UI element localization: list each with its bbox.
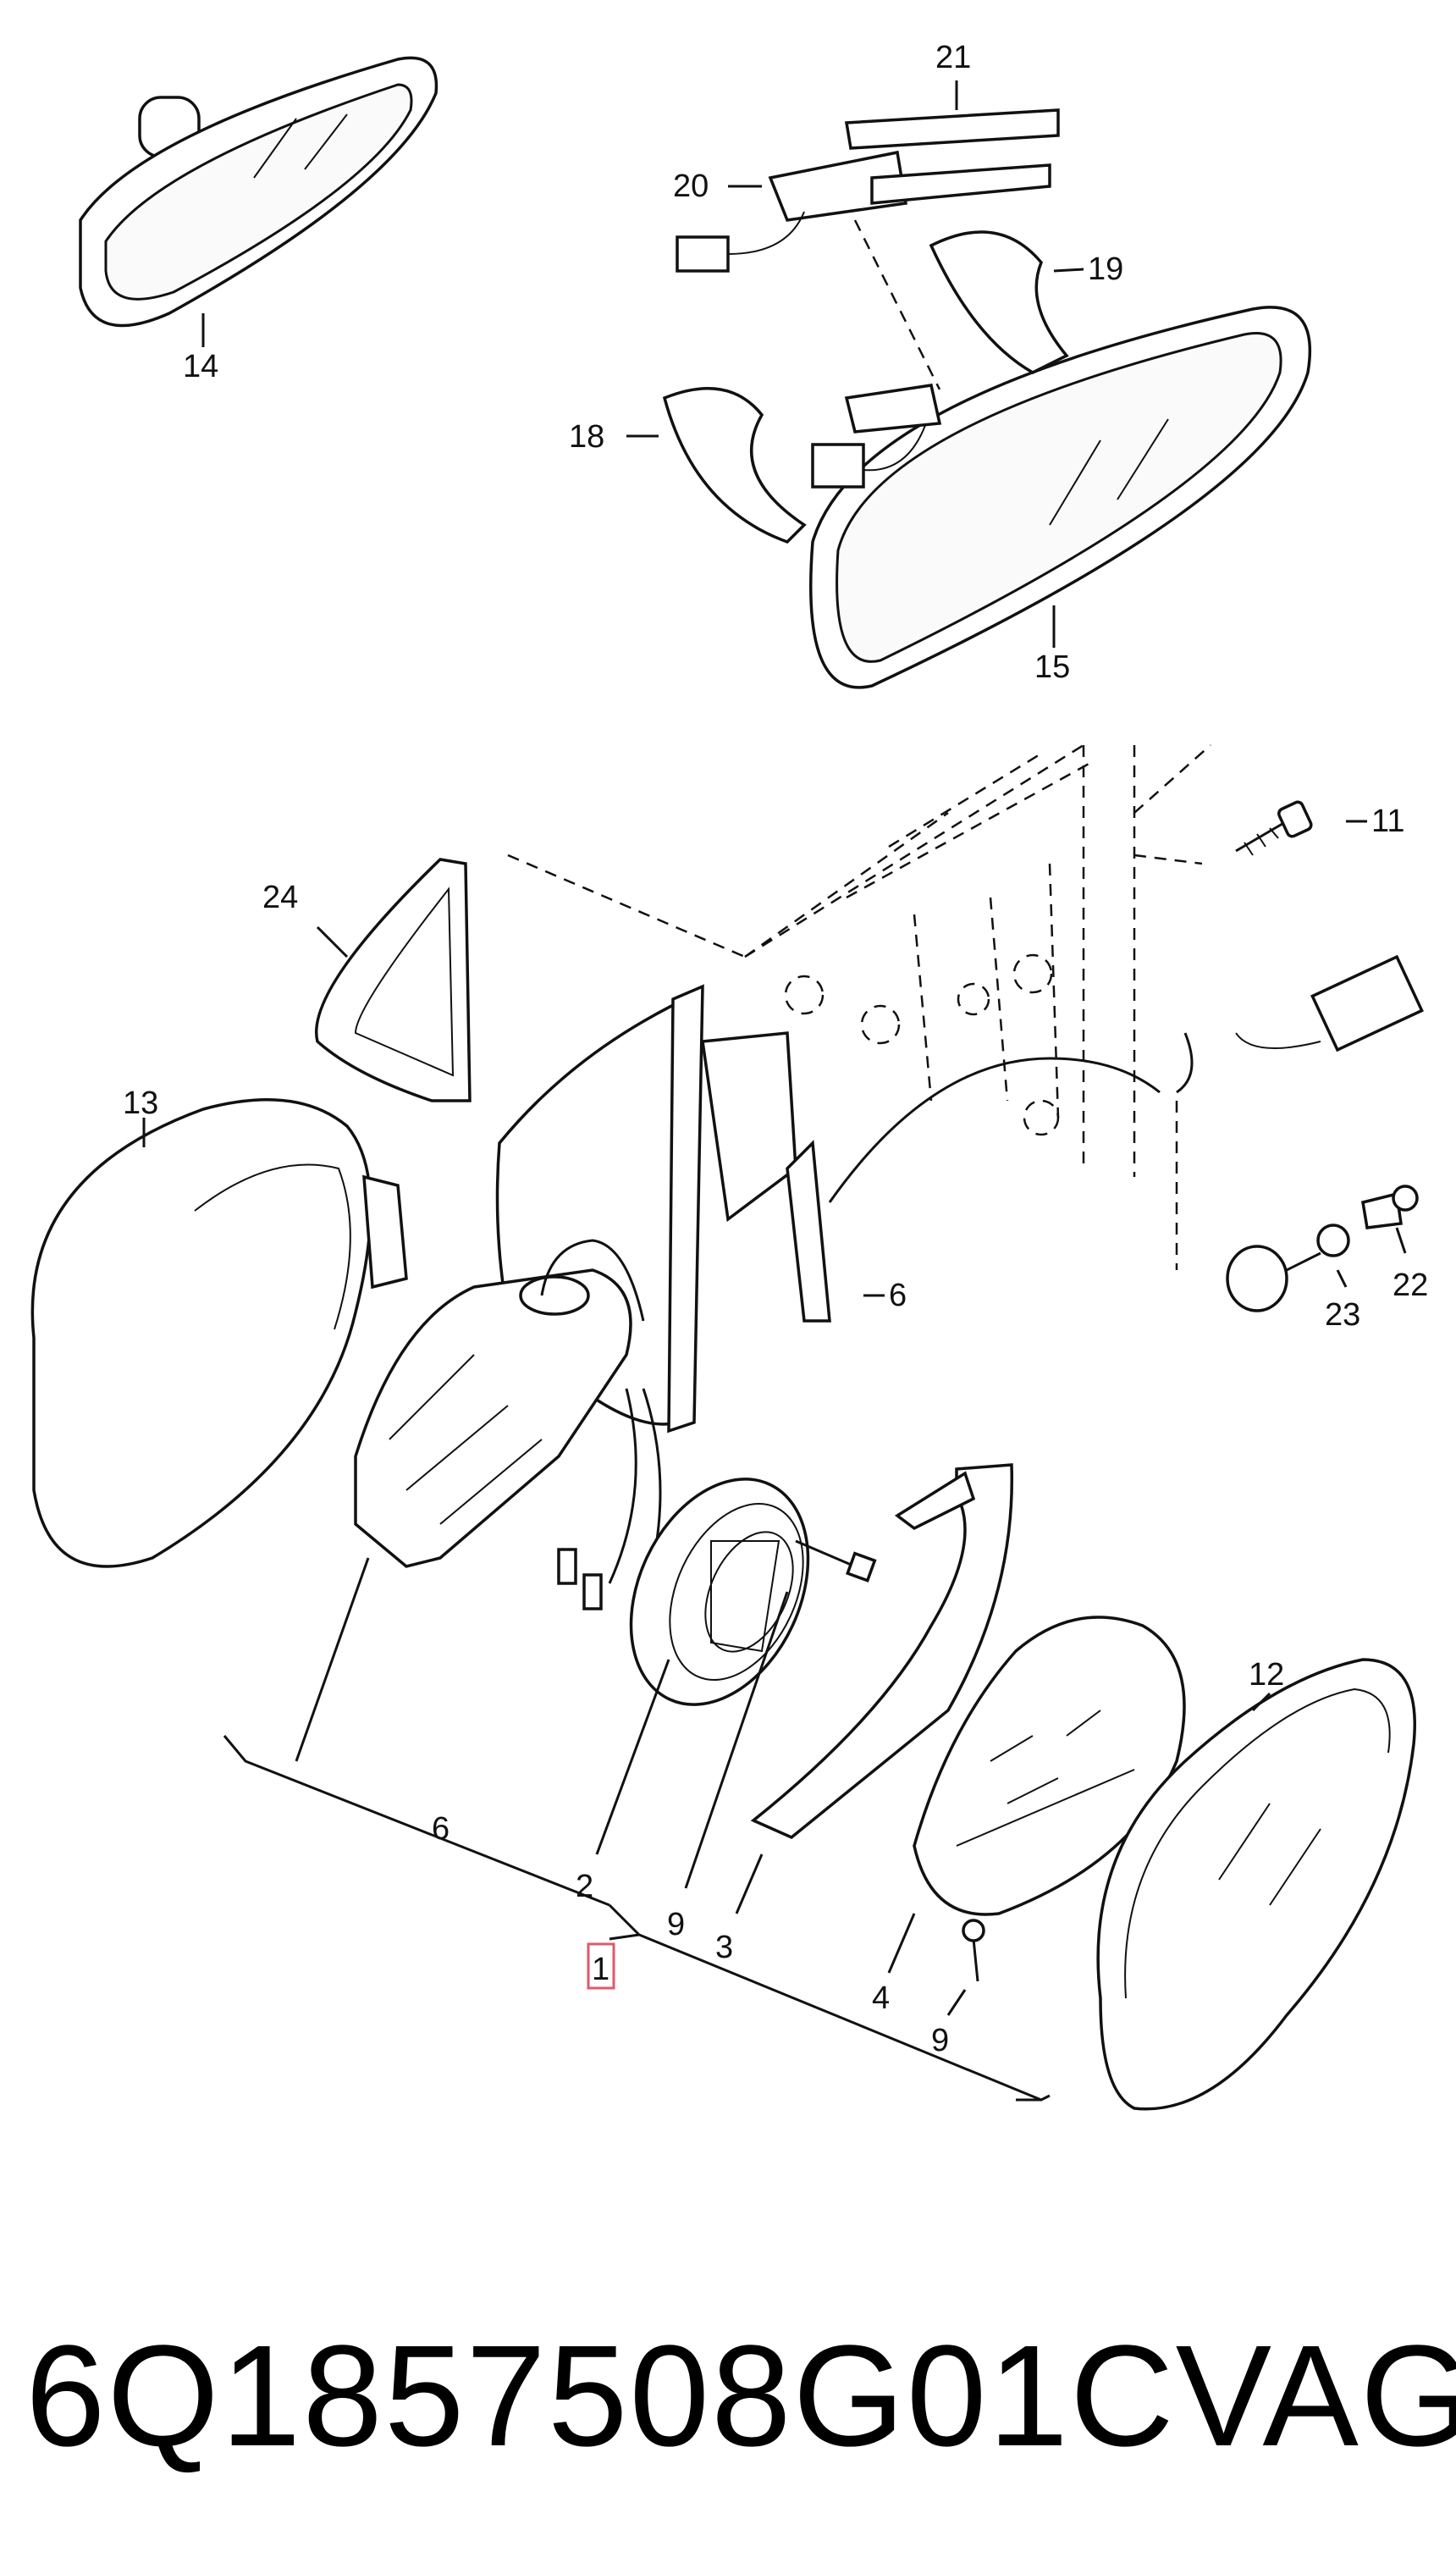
door-panel-outline bbox=[507, 743, 1211, 1177]
mirror-14-glass bbox=[104, 83, 413, 301]
assembly-bracket bbox=[223, 1735, 1051, 2102]
callout-21: 21 bbox=[935, 40, 971, 75]
callout-18: 18 bbox=[569, 419, 604, 455]
connector-15 bbox=[811, 443, 865, 489]
connector-20 bbox=[676, 235, 730, 273]
callout-19: 19 bbox=[1088, 251, 1123, 287]
part-20-rail bbox=[870, 163, 1051, 205]
callout-labels: 14 15 18 19 20 21 11 24 13 6 23 22 12 6 … bbox=[123, 40, 1428, 2058]
part-12-mirror-glass bbox=[1096, 1658, 1416, 2111]
leader-lines bbox=[142, 80, 1407, 2016]
part-21-strip bbox=[844, 108, 1060, 150]
part-9-screw-upper bbox=[795, 1539, 877, 1583]
part-23-nut bbox=[1316, 1224, 1350, 1257]
part-4-housing bbox=[913, 1616, 1186, 1916]
callout-11: 11 bbox=[1371, 804, 1404, 839]
callout-15: 15 bbox=[1034, 649, 1070, 685]
part-2-drive-unit bbox=[629, 1478, 810, 1706]
parts-22-23-fastener bbox=[1226, 1185, 1419, 1312]
callout-23: 23 bbox=[1325, 1297, 1360, 1333]
part-15-interior-mirror bbox=[809, 306, 1312, 689]
exploded-parts-diagram: 14 15 18 19 20 21 11 24 13 6 23 22 12 6 … bbox=[30, 40, 1428, 2111]
part-19-cover bbox=[929, 230, 1069, 374]
brand-name: VAG bbox=[1175, 2316, 1456, 2477]
part-18-cover bbox=[662, 387, 807, 544]
part-number-footer: 6Q1857508G01C VAG bbox=[25, 2303, 1456, 2489]
part-13-housing-cap bbox=[30, 1098, 408, 1568]
callout-22: 22 bbox=[1393, 1268, 1428, 1303]
connector-plug bbox=[1310, 954, 1424, 1052]
callout-6-lower: 6 bbox=[432, 1811, 449, 1847]
part-22-stud bbox=[1361, 1191, 1403, 1229]
callout-6-upper: 6 bbox=[889, 1278, 907, 1313]
callout-1: 1 bbox=[592, 1952, 609, 1987]
mirror-15-glass bbox=[836, 332, 1282, 663]
parts-18-21-mirror-fittings bbox=[662, 108, 1069, 544]
part-6-frame bbox=[354, 1239, 662, 1610]
callout-12: 12 bbox=[1249, 1657, 1284, 1693]
callout-20: 20 bbox=[673, 168, 709, 204]
part-14-interior-mirror bbox=[79, 56, 438, 328]
callout-3: 3 bbox=[715, 1930, 733, 1965]
callout-24: 24 bbox=[262, 880, 298, 915]
part-23-cap bbox=[1226, 1245, 1288, 1312]
part-24-trim bbox=[315, 858, 472, 1102]
callout-9-upper: 9 bbox=[667, 1907, 685, 1942]
callout-14: 14 bbox=[183, 349, 218, 384]
callout-2: 2 bbox=[576, 1869, 593, 1904]
callout-4: 4 bbox=[872, 1980, 890, 2016]
part-11-bolt bbox=[1235, 800, 1313, 856]
callout-1-highlight-box bbox=[587, 1942, 615, 1990]
part-number: 6Q1857508G01C bbox=[25, 2316, 1176, 2477]
callout-13: 13 bbox=[123, 1085, 158, 1121]
part-9-screw-lower bbox=[962, 1919, 985, 1982]
part-3-trim-strip bbox=[750, 1463, 1014, 1840]
mirror-wiring-connector bbox=[828, 954, 1424, 1270]
callout-9-lower: 9 bbox=[931, 2023, 949, 2058]
